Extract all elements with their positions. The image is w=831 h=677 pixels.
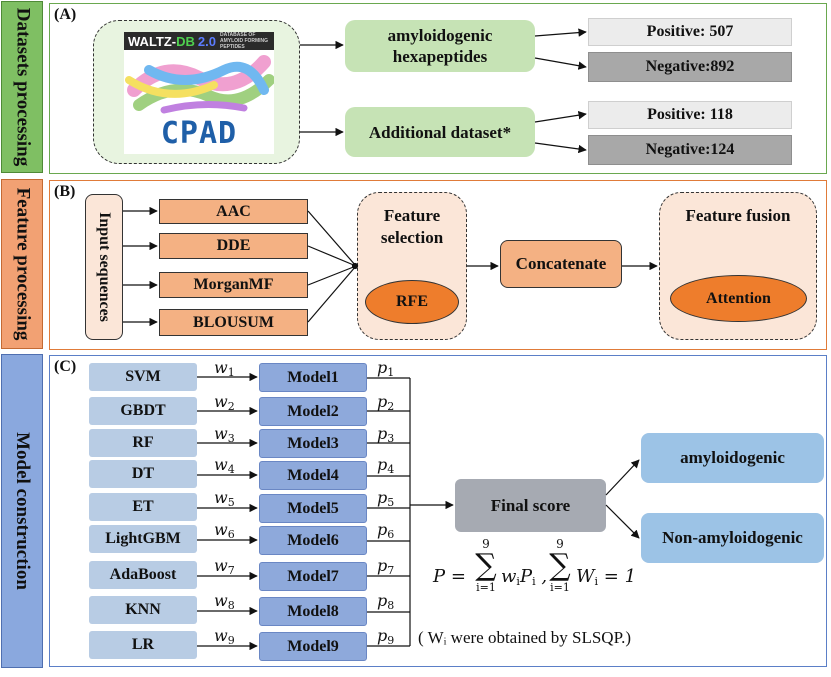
model-2: Model2 bbox=[259, 397, 367, 426]
model-7: Model7 bbox=[259, 562, 367, 591]
feature-dde: DDE bbox=[159, 233, 308, 259]
section-a-tag: (A) bbox=[54, 6, 77, 23]
output-non-amyloidogenic: Non-amyloidogenic bbox=[641, 513, 824, 563]
rfe-ellipse: RFE bbox=[365, 280, 459, 324]
section-c-frame bbox=[49, 355, 827, 667]
section-c-tag: (C) bbox=[54, 358, 77, 375]
classifier-knn: KNN bbox=[89, 596, 197, 624]
feature-morganmf: MorganMF bbox=[159, 272, 308, 298]
classifier-lightgbm: LightGBM bbox=[89, 525, 197, 553]
classifier-svm: SVM bbox=[89, 363, 197, 391]
weight-w6: w6 bbox=[214, 520, 235, 541]
classifier-dt: DT bbox=[89, 460, 197, 488]
amyloidogenic-hexapeptides-box: amyloidogenic hexapeptides bbox=[345, 20, 535, 72]
section-a-label: Datasets processing bbox=[1, 1, 43, 173]
classifier-adaboost: AdaBoost bbox=[89, 561, 197, 589]
prob-p8: p8 bbox=[377, 591, 395, 612]
positive-118-box: Positive: 118 bbox=[588, 101, 792, 129]
formula-lhs: P = bbox=[433, 566, 466, 587]
prob-p7: p7 bbox=[377, 556, 395, 577]
peptide-structure-image bbox=[125, 55, 274, 114]
model-5: Model5 bbox=[259, 494, 367, 523]
cpad-logo: WALTZ- DB 2.0 DATABASE OF AMYLOID FORMIN… bbox=[124, 32, 274, 154]
weight-w2: w2 bbox=[214, 392, 235, 413]
classifier-lr: LR bbox=[89, 631, 197, 659]
weight-w7: w7 bbox=[214, 556, 235, 577]
prob-p2: p2 bbox=[377, 392, 395, 413]
section-a-frame bbox=[49, 3, 827, 174]
weight-w3: w3 bbox=[214, 424, 235, 445]
positive-507-box: Positive: 507 bbox=[588, 18, 792, 46]
formula-sum1: 9 ∑ i=1 bbox=[475, 537, 497, 594]
classifier-et: ET bbox=[89, 493, 197, 521]
classifier-gbdt: GBDT bbox=[89, 397, 197, 425]
feature-selection-title: Feature selection bbox=[380, 206, 444, 247]
prob-p6: p6 bbox=[377, 520, 395, 541]
negative-124-box: Negative:124 bbox=[588, 135, 792, 165]
slsqp-note: ( Wᵢ were obtained by SLSQP.) bbox=[418, 628, 632, 647]
model-9: Model9 bbox=[259, 632, 367, 661]
prob-p1: p1 bbox=[377, 358, 395, 379]
weight-w4: w4 bbox=[214, 455, 235, 476]
weight-w9: w9 bbox=[214, 626, 235, 647]
section-b-tag: (B) bbox=[54, 183, 76, 200]
formula-sum2: 9 ∑ i=1 bbox=[549, 537, 571, 594]
model-3: Model3 bbox=[259, 429, 367, 458]
feature-blousum: BLOUSUM bbox=[159, 309, 308, 336]
weight-w1: w1 bbox=[214, 358, 235, 379]
model-1: Model1 bbox=[259, 363, 367, 392]
additional-dataset-box: Additional dataset* bbox=[345, 107, 535, 157]
weight-w5: w5 bbox=[214, 488, 235, 509]
classifier-rf: RF bbox=[89, 429, 197, 457]
attention-ellipse: Attention bbox=[670, 275, 807, 322]
prob-p9: p9 bbox=[377, 626, 395, 647]
weight-w8: w8 bbox=[214, 591, 235, 612]
model-8: Model8 bbox=[259, 597, 367, 626]
input-sequences-box: Input sequences bbox=[85, 194, 123, 340]
section-c-label: Model construction bbox=[1, 354, 43, 668]
final-score-box: Final score bbox=[455, 479, 606, 532]
output-amyloidogenic: amyloidogenic bbox=[641, 433, 824, 483]
prob-p5: p5 bbox=[377, 488, 395, 509]
feature-fusion-title: Feature fusion bbox=[685, 206, 791, 225]
formula-term2: Wi = 1 bbox=[576, 566, 637, 588]
section-b-label: Feature processing bbox=[1, 179, 43, 349]
model-6: Model6 bbox=[259, 526, 367, 555]
negative-892-box: Negative:892 bbox=[588, 52, 792, 82]
concatenate-box: Concatenate bbox=[500, 240, 622, 288]
feature-aac: AAC bbox=[159, 199, 308, 224]
prob-p3: p3 bbox=[377, 424, 395, 445]
section-b-frame bbox=[49, 180, 827, 350]
model-4: Model4 bbox=[259, 461, 367, 490]
formula-term1: wiPi , bbox=[501, 566, 548, 588]
prob-p4: p4 bbox=[377, 455, 395, 476]
